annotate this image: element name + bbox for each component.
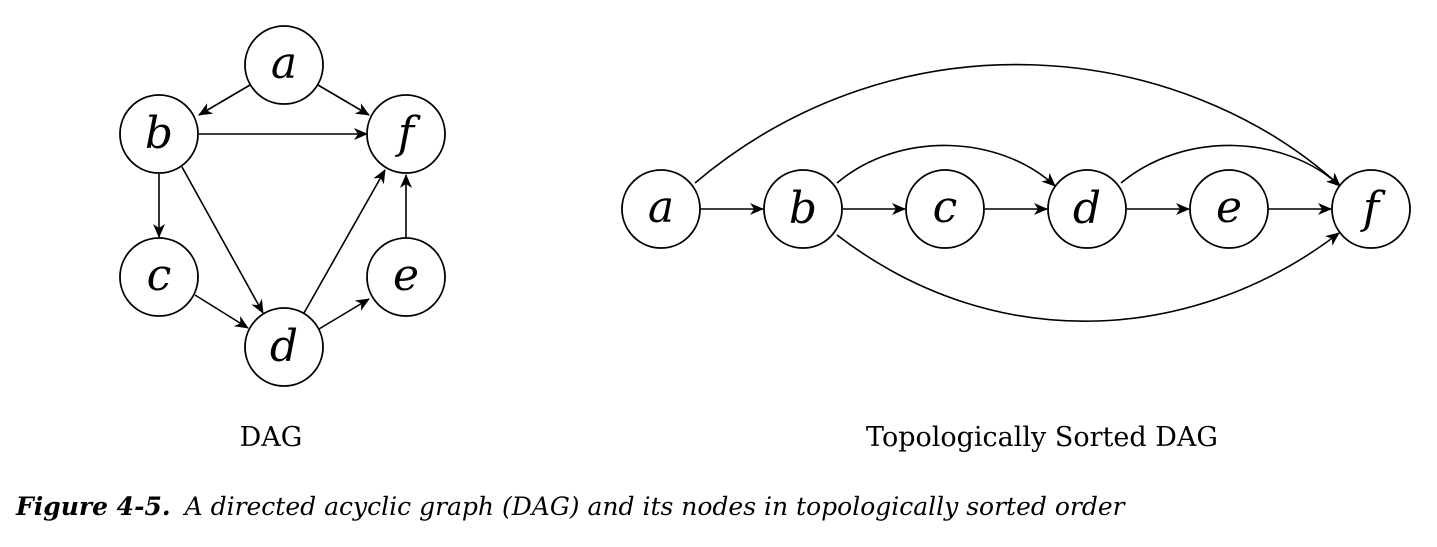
node-circle bbox=[1331, 169, 1411, 249]
right-node-f: f bbox=[1331, 169, 1411, 249]
left-node-e: e bbox=[366, 237, 446, 317]
node-circle bbox=[905, 169, 985, 249]
right-graph: a b c d e f Topologically Sor bbox=[621, 63, 1411, 453]
left-node-d: d bbox=[244, 307, 324, 387]
node-circle bbox=[119, 94, 199, 174]
figure-label: Figure 4-5. bbox=[16, 492, 171, 521]
left-edge-c-d bbox=[194, 294, 249, 329]
node-circle bbox=[1047, 169, 1127, 249]
node-label: e bbox=[393, 250, 419, 301]
node-label: a bbox=[271, 38, 297, 89]
right-graph-caption: Topologically Sorted DAG bbox=[866, 422, 1218, 453]
left-edge-b-d bbox=[181, 166, 264, 314]
right-graph-edges bbox=[694, 63, 1341, 322]
left-graph-edges bbox=[153, 84, 412, 330]
node-circle bbox=[244, 25, 324, 105]
left-graph-nodes: a b c d e f bbox=[119, 25, 446, 387]
left-edge-a-f bbox=[317, 84, 370, 116]
left-edge-d-f bbox=[303, 169, 386, 314]
node-label: c bbox=[933, 182, 958, 233]
figure-caption-text: A directed acyclic graph (DAG) and its n… bbox=[184, 492, 1125, 521]
node-label: d bbox=[270, 321, 298, 372]
right-node-c: c bbox=[905, 169, 985, 249]
left-node-f: f bbox=[366, 94, 446, 174]
node-circle bbox=[244, 307, 324, 387]
node-circle bbox=[366, 237, 446, 317]
left-edge-d-e bbox=[318, 298, 370, 330]
node-circle bbox=[119, 237, 199, 317]
left-graph: a b c d e f DAG bbox=[119, 25, 446, 453]
left-graph-caption: DAG bbox=[240, 422, 303, 453]
left-edge-a-b bbox=[198, 84, 251, 116]
right-graph-nodes: a b c d e f bbox=[621, 169, 1411, 249]
figure-caption: Figure 4-5. A directed acyclic graph (DAG… bbox=[16, 492, 1125, 521]
right-edge-d-f bbox=[1120, 144, 1341, 187]
node-label: b bbox=[145, 108, 173, 159]
node-label: b bbox=[789, 183, 817, 234]
node-circle bbox=[621, 169, 701, 249]
right-node-e: e bbox=[1189, 169, 1269, 249]
left-node-b: b bbox=[119, 94, 199, 174]
right-node-d: d bbox=[1047, 169, 1127, 249]
node-circle bbox=[366, 94, 446, 174]
node-label: c bbox=[147, 250, 172, 301]
left-node-a: a bbox=[244, 25, 324, 105]
node-circle bbox=[1189, 169, 1269, 249]
node-label: a bbox=[648, 182, 674, 233]
right-edge-b-d bbox=[836, 144, 1056, 187]
right-edge-b-f bbox=[836, 232, 1340, 322]
right-node-b: b bbox=[763, 169, 843, 249]
right-node-a: a bbox=[621, 169, 701, 249]
right-edge-a-f bbox=[694, 63, 1341, 187]
left-node-c: c bbox=[119, 237, 199, 317]
node-circle bbox=[763, 169, 843, 249]
node-label: d bbox=[1073, 183, 1101, 234]
node-label: e bbox=[1216, 182, 1242, 233]
